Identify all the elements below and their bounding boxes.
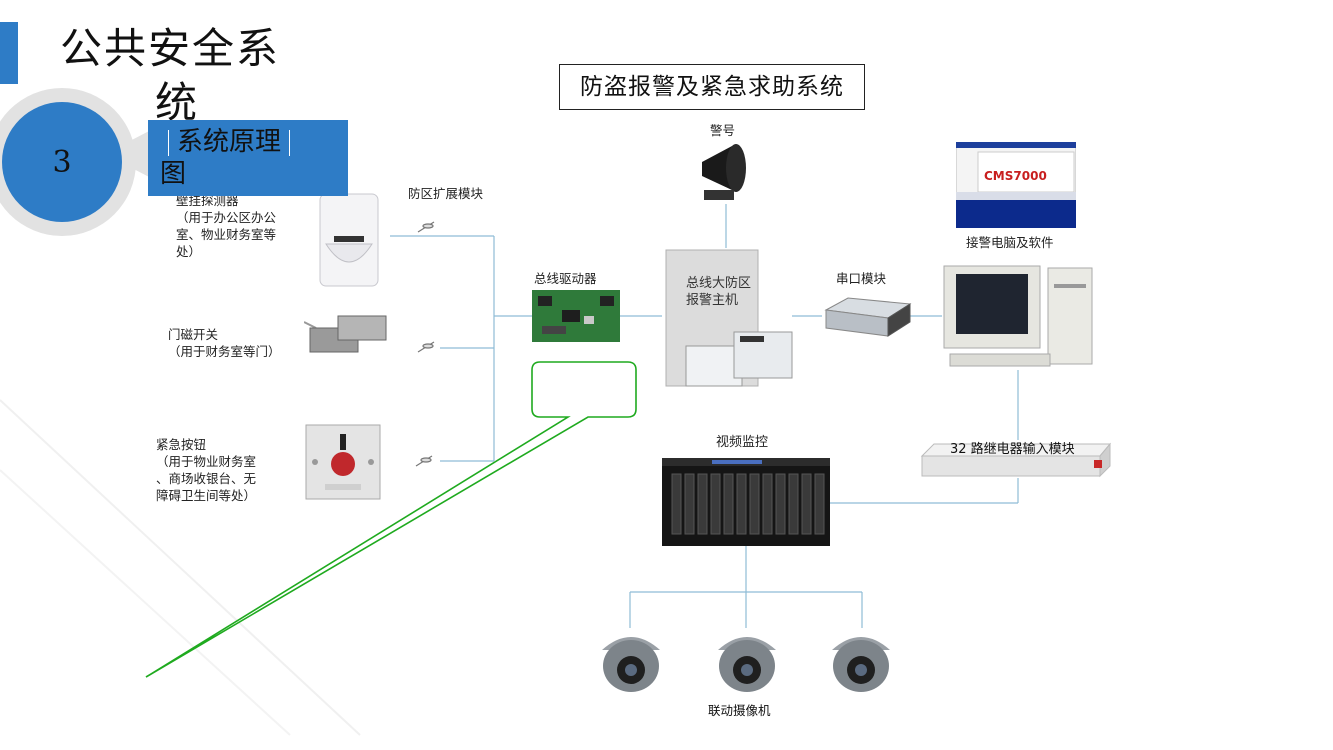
page-title-line2: 统 (155, 78, 200, 127)
wall-detector-image (318, 192, 380, 288)
cameras-label: 联动摄像机 (708, 703, 771, 718)
panic-button-label: 紧急按钮 （用于物业财务室 、商场收银台、无 障碍卫生间等处） (156, 436, 296, 504)
video-monitoring-label: 视频监控 (716, 435, 769, 450)
alarm-pc-label: 接警电脑及软件 (966, 235, 1054, 250)
alarm-host-label: 总线大防区 报警主机 (686, 276, 752, 308)
dome-camera-icon (716, 628, 778, 692)
section-number: 3 (2, 102, 122, 222)
door-switch-image (304, 314, 392, 360)
zone-module-label: 防区扩展模块 (408, 186, 484, 201)
door-switch-label: 门磁开关 （用于财务室等门） (168, 326, 303, 360)
relay-module-label: 32 路继电器输入模块 (950, 442, 1075, 457)
door-switch-name: 门磁开关 (168, 327, 219, 342)
section-label-line2: 图 (160, 159, 187, 189)
title-accent-bar (0, 22, 18, 84)
dome-camera-icon (600, 628, 662, 692)
door-switch-desc: （用于财务室等门） (168, 344, 281, 359)
page-title-line1: 公共安全系 (60, 24, 281, 73)
serial-module-image (822, 296, 912, 338)
green-callout (145, 361, 637, 678)
video-matrix-image (662, 458, 830, 546)
serial-module-label: 串口模块 (836, 271, 887, 286)
section-label: 系统原理 图 (148, 120, 348, 196)
section-label-divider (289, 130, 291, 156)
wall-detector-label: 壁挂探测器 （用于办公区办公 室、物业财务室等 处） (176, 192, 311, 260)
panic-button-name: 紧急按钮 (156, 437, 207, 452)
wall-detector-desc: （用于办公区办公 室、物业财务室等 处） (176, 210, 277, 259)
alarm-software-screenshot: CMS7000 (956, 142, 1076, 228)
computer-image (942, 264, 1094, 370)
section-label-line1: 系统原理 (177, 127, 282, 157)
siren-icon (692, 140, 760, 204)
bus-driver-image (532, 290, 620, 342)
dome-camera-icon (830, 628, 892, 692)
alarm-host-image (664, 248, 794, 388)
software-brand-text: CMS7000 (984, 169, 1047, 183)
siren-label: 警号 (710, 123, 736, 138)
bus-driver-label: 总线驱动器 (534, 271, 597, 286)
wall-detector-name: 壁挂探测器 (176, 193, 239, 208)
panic-button-image (305, 424, 381, 500)
system-title: 防盗报警及紧急求助系统 (559, 64, 865, 110)
page-title: 公共安全系 统 (60, 22, 300, 130)
section-label-divider (168, 130, 169, 156)
panic-button-desc: （用于物业财务室 、商场收银台、无 障碍卫生间等处） (156, 454, 257, 503)
relay-module-image (920, 440, 1112, 478)
